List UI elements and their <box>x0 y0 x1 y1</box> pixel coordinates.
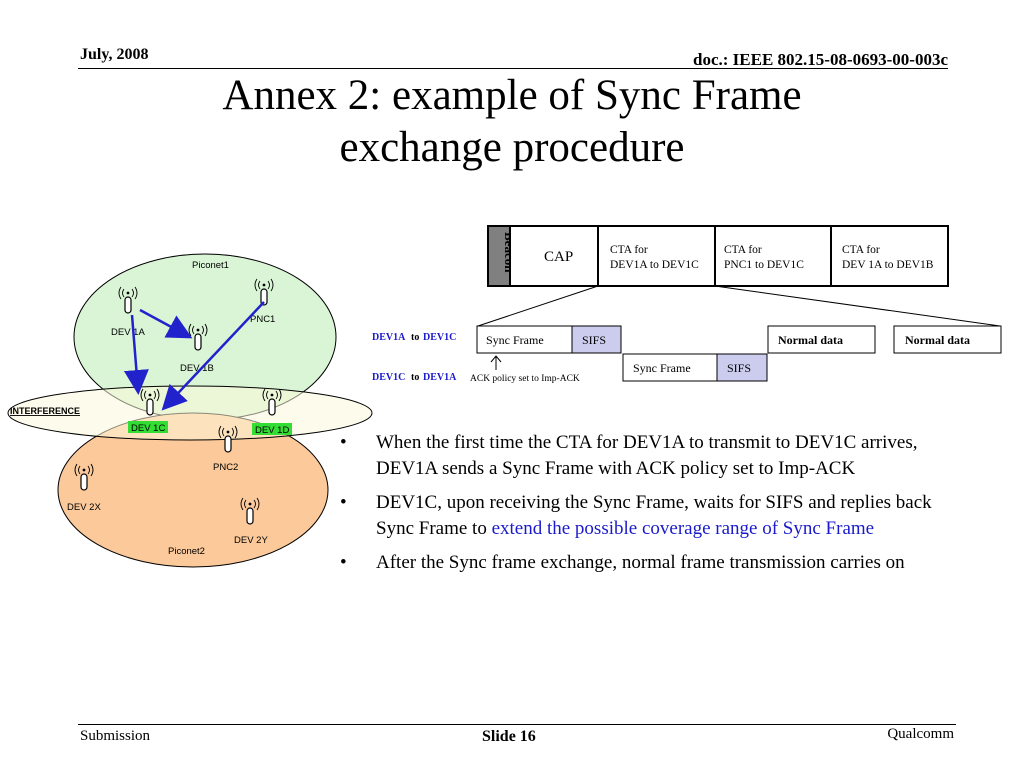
arrow-pnc1-to-dev1c <box>161 301 265 411</box>
cta1-slot <box>597 225 716 287</box>
sifs-2 <box>716 353 768 382</box>
arrow-dev1a-to-dev1b <box>139 308 193 339</box>
row2-direction-label: DEV1C to DEV1A <box>372 372 457 383</box>
pnc1-node: PNC1 <box>250 278 275 325</box>
slide-title: Annex 2: example of Sync Frame exchange … <box>60 70 964 174</box>
row2-src: DEV1C <box>372 372 405 383</box>
cta2-label-line2: PNC1 to DEV1C <box>724 259 804 271</box>
slide-title-line2: exchange procedure <box>339 124 685 171</box>
bullet-list: • When the first time the CTA for DEV1A … <box>340 430 940 584</box>
footer-rule <box>78 724 956 725</box>
normal-data-2 <box>893 325 1002 354</box>
arrow-dev1a-to-dev1c <box>123 314 149 395</box>
ack-pointer <box>490 355 502 370</box>
bullet-dot: • <box>340 552 347 573</box>
dev2y-label: DEV 2Y <box>234 535 268 546</box>
cta3-label-line1: CTA for <box>842 244 880 256</box>
cta2-label-line1: CTA for <box>724 244 762 256</box>
normal-data-2-label: Normal data <box>905 333 970 347</box>
dev1d-label: DEV 1D <box>255 425 289 436</box>
dev1d-node: DEV 1D <box>252 388 292 436</box>
dev1a-label: DEV 1A <box>111 327 145 338</box>
transmission-arrows <box>123 301 265 411</box>
cta3-label-line2: DEV 1A to DEV1B <box>842 259 934 271</box>
timing-diagram: Beacon CAP CTA for DEV1A to DEV1C CTA fo… <box>372 225 1002 384</box>
dev1c-highlight <box>128 421 168 433</box>
cta2-slot <box>714 225 832 287</box>
cta3-slot <box>830 225 949 287</box>
bullet-dot: • <box>340 432 347 453</box>
dev2x-label: DEV 2X <box>67 502 101 513</box>
dev2y-node: DEV 2Y <box>234 497 268 546</box>
normal-data-1-label: Normal data <box>778 333 843 347</box>
bullet-highlight-text: extend the possible coverage range of Sy… <box>491 518 875 539</box>
row2-to: to <box>411 372 419 383</box>
sifs-1-label: SIFS <box>582 333 606 347</box>
superframe: Beacon CAP CTA for DEV1A to DEV1C CTA fo… <box>487 225 949 287</box>
piconet1-label: Piconet1 <box>192 260 229 271</box>
footer-slide-number: Slide 16 <box>482 728 536 745</box>
row1-to: to <box>411 332 419 343</box>
cta1-label-line2: DEV1A to DEV1C <box>610 259 699 271</box>
dev1b-label: DEV 1B <box>180 363 214 374</box>
bullet-text: DEV1C, upon receiving the Sync Frame, wa… <box>376 492 932 539</box>
dev1c-label: DEV 1C <box>131 423 165 434</box>
interference-label: INTERFERENCE <box>10 406 80 416</box>
sifs-2-label: SIFS <box>727 361 751 375</box>
dev2x-node: DEV 2X <box>67 463 101 513</box>
normal-data-1 <box>767 325 876 354</box>
sifs-1 <box>571 325 622 354</box>
footer-company: Qualcomm <box>887 726 954 742</box>
bullet-text: After the Sync frame exchange, normal fr… <box>376 552 905 573</box>
sync-frame-2 <box>622 353 718 382</box>
bullet-text: When the first time the CTA for DEV1A to… <box>376 432 918 479</box>
dev1c-node: DEV 1C <box>128 388 168 434</box>
slide-title-line1: Annex 2: example of Sync Frame <box>222 72 802 119</box>
row1-dst: DEV1C <box>423 332 456 343</box>
piconet2-label: Piconet2 <box>168 546 205 557</box>
dev1a-node: DEV 1A <box>111 286 145 338</box>
header-rule <box>78 68 948 69</box>
row1-src: DEV1A <box>372 332 406 343</box>
bullet-item: • DEV1C, upon receiving the Sync Frame, … <box>340 490 940 542</box>
dev1b-node: DEV 1B <box>180 323 214 374</box>
dev1d-highlight <box>252 423 292 435</box>
sync-frame-1-label: Sync Frame <box>486 333 544 347</box>
network-diagram: Piconet1 Piconet2 INTERFERENCE DEV 1A DE… <box>7 253 373 568</box>
bullet-item: • When the first time the CTA for DEV1A … <box>340 430 940 482</box>
header-doc-id: doc.: IEEE 802.15-08-0693-00-003c <box>693 50 948 69</box>
pnc2-label: PNC2 <box>213 462 238 473</box>
bullet-dot: • <box>340 492 347 513</box>
cta1-label-line1: CTA for <box>610 244 648 256</box>
footer-submission: Submission <box>80 728 151 744</box>
ack-policy-note: ACK policy set to Imp-ACK <box>470 374 580 384</box>
pnc2-node: PNC2 <box>213 425 238 473</box>
header-date: July, 2008 <box>80 46 149 63</box>
zoom-line-right <box>714 285 1001 327</box>
row2-dst: DEV1A <box>423 372 457 383</box>
zoom-line-left <box>477 285 599 327</box>
row1-direction-label: DEV1A to DEV1C <box>372 332 456 343</box>
sync-frame-2-label: Sync Frame <box>633 361 691 375</box>
cap-label: CAP <box>544 249 573 265</box>
up-arrow-icon <box>490 355 502 363</box>
bullet-item: • After the Sync frame exchange, normal … <box>340 550 940 576</box>
pnc1-label: PNC1 <box>250 314 275 325</box>
